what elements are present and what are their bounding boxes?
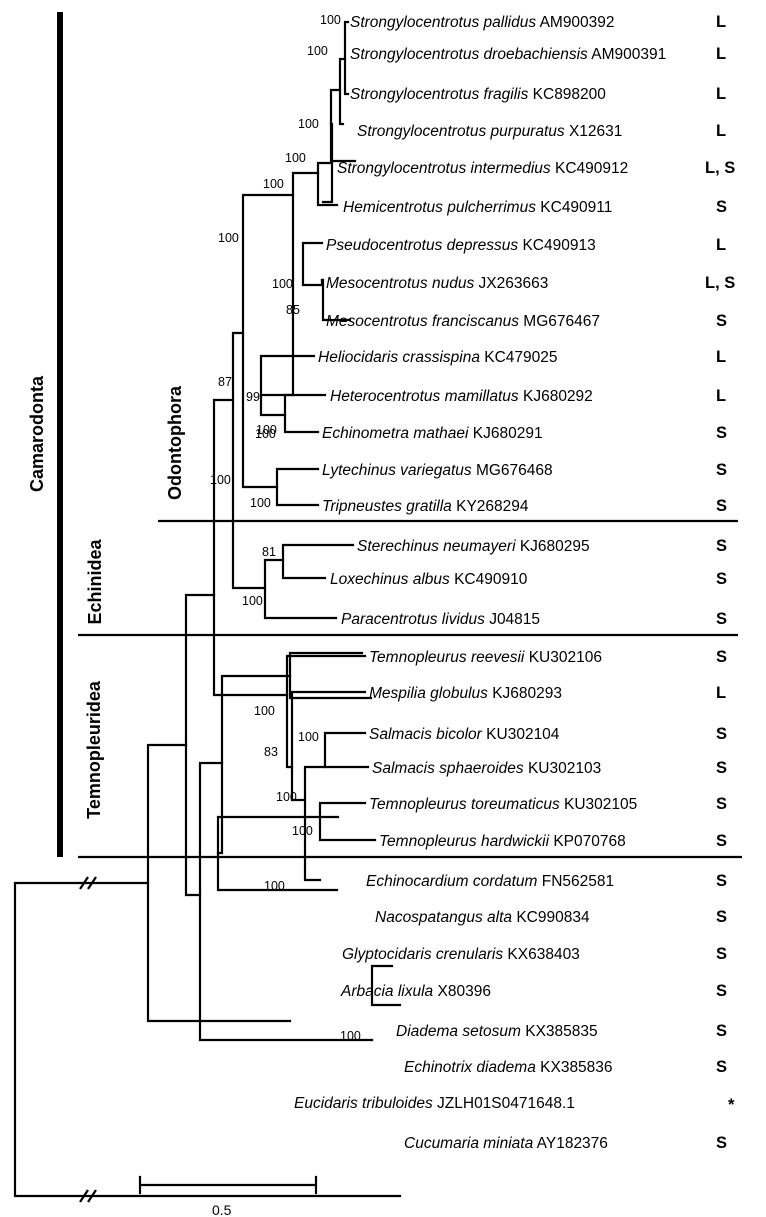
taxon-label: Mespilia globulus KJ680293	[369, 685, 562, 702]
dev-code: L	[716, 45, 726, 63]
bootstrap-value: 100	[255, 427, 276, 441]
dev-code: S	[716, 1058, 727, 1076]
bootstrap-value: 87	[218, 375, 232, 389]
dev-code: S	[716, 795, 727, 813]
bootstrap-value: 99	[246, 390, 260, 404]
dev-code: L	[716, 122, 726, 140]
dev-code: S	[716, 1134, 727, 1152]
taxon-label: Echinometra mathaei KJ680291	[322, 425, 543, 442]
taxon-label: Salmacis sphaeroides KU302103	[372, 760, 601, 777]
dev-code: L	[716, 684, 726, 702]
taxon-label: Glyptocidaris crenularis KX638403	[342, 946, 580, 963]
taxon-label: Eucidaris tribuloides JZLH01S0471648.1	[294, 1095, 575, 1112]
bootstrap-value: 100	[276, 790, 297, 804]
dev-code: S	[716, 424, 727, 442]
taxon-label: Nacospatangus alta KC990834	[375, 909, 590, 926]
bootstrap-value: 100	[254, 704, 275, 718]
taxon-label: Echinocardium cordatum FN562581	[366, 873, 614, 890]
dev-code: S	[716, 908, 727, 926]
bootstrap-value: 100	[320, 13, 341, 27]
bootstrap-value: 100	[256, 423, 277, 437]
bootstrap-value: 100	[210, 473, 231, 487]
clade-label-camarodonta: Camarodonta	[27, 375, 47, 492]
bootstrap-value: 100	[307, 44, 328, 58]
taxon-label: Heterocentrotus mamillatus KJ680292	[330, 388, 593, 405]
dev-code: S	[716, 982, 727, 1000]
dev-code: L	[716, 348, 726, 366]
dev-code: L	[716, 85, 726, 103]
dev-code: L	[716, 236, 726, 254]
taxon-label: Arbacia lixula X80396	[340, 983, 491, 1000]
taxon-label: Strongylocentrotus purpuratus X12631	[357, 123, 622, 140]
bootstrap-value: 83	[264, 745, 278, 759]
taxon-label: Sterechinus neumayeri KJ680295	[357, 538, 590, 555]
bootstrap-value: 100	[250, 496, 271, 510]
bootstrap-value: 100	[272, 277, 293, 291]
dev-code: S	[716, 312, 727, 330]
taxon-label: Loxechinus albus KC490910	[330, 571, 528, 588]
dev-code: S	[716, 198, 727, 216]
taxon-label: Mesocentrotus nudus JX263663	[326, 275, 548, 292]
dev-code: S	[716, 648, 727, 666]
bootstrap-labels: 100 100 100 100 100 100 100 85 100 87 99…	[210, 13, 361, 1043]
taxon-label: Salmacis bicolor KU302104	[369, 726, 560, 743]
dev-code: S	[716, 872, 727, 890]
bootstrap-value: 100	[242, 594, 263, 608]
bootstrap-value: 100	[292, 824, 313, 838]
development-codes: L L L L L, S S L L, S S L L S S S S S S …	[705, 13, 735, 1152]
clade-label-echinidea: Echinidea	[85, 539, 105, 625]
taxon-label: Paracentrotus lividus J04815	[341, 611, 540, 628]
taxon-label: Diadema setosum KX385835	[396, 1023, 598, 1040]
taxon-label: Temnopleurus hardwickii KP070768	[379, 833, 626, 850]
taxon-label: Temnopleurus toreumaticus KU302105	[369, 796, 637, 813]
dev-code: S	[716, 570, 727, 588]
bootstrap-value: 81	[262, 545, 276, 559]
taxon-label: Temnopleurus reevesii KU302106	[369, 649, 602, 666]
bootstrap-value: 100	[218, 231, 239, 245]
bootstrap-value: 100	[264, 879, 285, 893]
bootstrap-value: 100	[340, 1029, 361, 1043]
clade-annotations: Camarodonta Odontophora Echinidea Temnop…	[27, 12, 742, 859]
dev-code: L, S	[705, 274, 735, 292]
taxon-label: Hemicentrotus pulcherrimus KC490911	[343, 199, 612, 216]
taxon-label: Strongylocentrotus intermedius KC490912	[337, 160, 628, 177]
dev-code: L, S	[705, 159, 735, 177]
scale-bar-label: 0.5	[212, 1202, 232, 1217]
taxon-label: Strongylocentrotus pallidus AM900392	[350, 14, 615, 31]
clade-label-temnopleuridea: Temnopleuridea	[84, 680, 104, 819]
taxon-label: Mesocentrotus franciscanus MG676467	[326, 313, 600, 330]
dev-code: S	[716, 725, 727, 743]
dev-code: L	[716, 13, 726, 31]
bootstrap-value: 100	[298, 730, 319, 744]
scale-bar: 0.5	[138, 1175, 318, 1217]
tree-branches	[13, 20, 402, 1198]
taxon-label: Heliocidaris crassispina KC479025	[318, 349, 558, 366]
taxon-label: Pseudocentrotus depressus KC490913	[326, 237, 596, 254]
taxon-label: Strongylocentrotus fragilis KC898200	[350, 86, 606, 103]
branch-break-marks	[79, 876, 97, 1203]
bootstrap-value: 100	[263, 177, 284, 191]
taxon-label: Cucumaria miniata AY182376	[404, 1135, 608, 1152]
taxon-labels: Strongylocentrotus pallidus AM900392 Str…	[294, 14, 666, 1152]
bootstrap-value: 100	[285, 151, 306, 165]
dev-code: L	[716, 387, 726, 405]
dev-code: S	[716, 610, 727, 628]
dev-code: S	[716, 945, 727, 963]
bootstrap-value: 85	[286, 303, 300, 317]
taxon-label: Tripneustes gratilla KY268294	[322, 498, 529, 515]
dev-code: S	[716, 461, 727, 479]
taxon-label: Lytechinus variegatus MG676468	[322, 462, 553, 479]
taxon-label: Echinotrix diadema KX385836	[404, 1059, 613, 1076]
clade-label-odontophora: Odontophora	[165, 385, 185, 500]
taxon-label: Strongylocentrotus droebachiensis AM9003…	[350, 46, 666, 63]
bootstrap-value: 100	[298, 117, 319, 131]
dev-code: S	[716, 759, 727, 777]
dev-code: S	[716, 497, 727, 515]
dev-code: S	[716, 537, 727, 555]
dev-code: S	[716, 832, 727, 850]
dev-code: S	[716, 1022, 727, 1040]
dev-code: *	[728, 1096, 735, 1114]
